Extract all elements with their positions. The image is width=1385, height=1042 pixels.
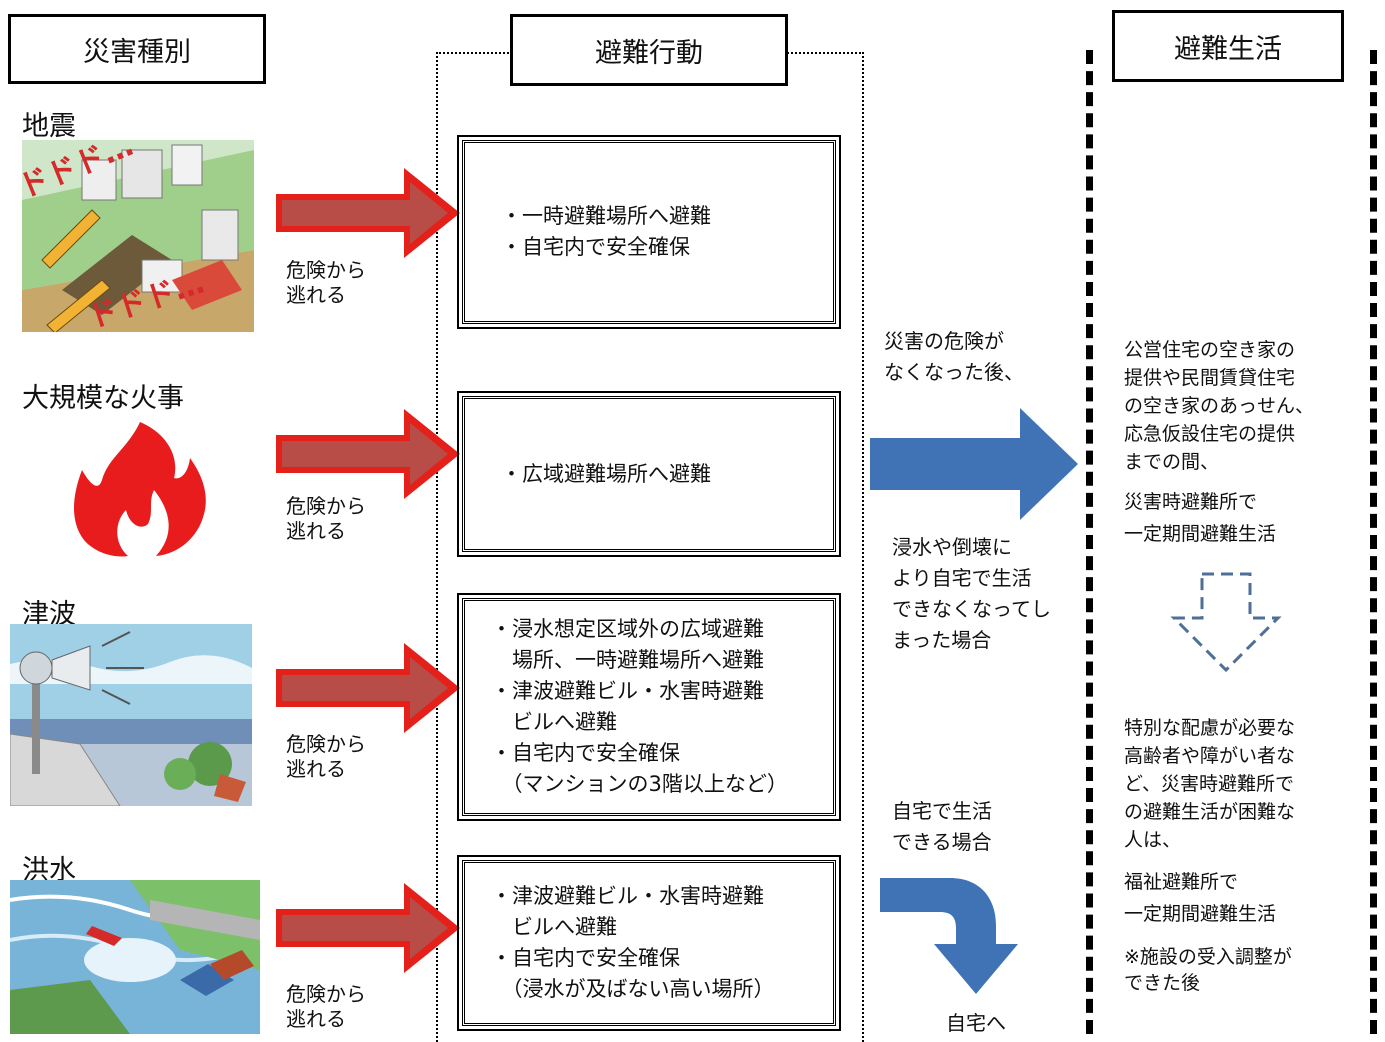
after-danger-text: 災害の危険が なくなった後、 bbox=[884, 329, 1024, 384]
can-live-at-home-text: 自宅で生活 できる場合 bbox=[892, 799, 992, 854]
action-line: ・一時避難場所へ避難 bbox=[501, 204, 711, 228]
header-evacuation-life: 避難生活 bbox=[1112, 10, 1344, 82]
action-line: ・自宅内で安全確保 bbox=[501, 235, 690, 259]
action-line: ・自宅内で安全確保 bbox=[491, 946, 680, 970]
action-box-tsunami: ・浸水想定区域外の広域避難 場所、一時避難場所へ避難 ・津波避難ビル・水害時避難… bbox=[457, 593, 841, 821]
action-line: ビルへ避難 bbox=[491, 710, 617, 734]
disaster-title-earthquake: 地震 bbox=[22, 111, 76, 142]
action-box-large-fire: ・広域避難場所へ避難 bbox=[457, 391, 841, 557]
header-evacuation-action: 避難行動 bbox=[510, 14, 788, 86]
special-care-text: 特別な配慮が必要な 高齢者や障がい者な ど、災害時避難所で の避難生活が困難な … bbox=[1124, 717, 1296, 851]
action-line: ・広域避難場所へ避難 bbox=[501, 461, 711, 486]
red-arrow-tsunami bbox=[276, 643, 460, 733]
escape-label-large-fire: 危険から 逃れる bbox=[286, 494, 366, 543]
disaster-title-large-fire: 大規模な火事 bbox=[22, 383, 184, 414]
welfare-shelter-text: 福祉避難所で 一定期間避難生活 bbox=[1124, 871, 1277, 925]
blue-arrow-to-shelter bbox=[870, 408, 1078, 520]
evacuation-life-right-border bbox=[1370, 50, 1377, 1034]
earthquake-illustration: ドドド… ドドド… bbox=[22, 140, 254, 332]
action-box-earthquake: ・一時避難場所へ避難 ・自宅内で安全確保 bbox=[457, 135, 841, 329]
housing-note-text: 公営住宅の空き家の 提供や民間賃貸住宅 の空き家のあっせん、 応急仮設住宅の提供… bbox=[1124, 339, 1315, 473]
dashed-down-arrow-icon bbox=[1170, 572, 1282, 673]
shelter-life-text: 災害時避難所で 一定期間避難生活 bbox=[1124, 491, 1277, 545]
action-line: ・自宅内で安全確保 bbox=[491, 741, 680, 765]
blue-curved-arrow-home bbox=[880, 878, 1018, 994]
to-home-text: 自宅へ bbox=[946, 1011, 1006, 1035]
action-line: ・津波避難ビル・水害時避難 bbox=[491, 679, 764, 703]
cannot-live-at-home-text: 浸水や倒壊に より自宅で生活 できなくなってし まった場合 bbox=[892, 535, 1051, 652]
header-evacuation-life-label: 避難生活 bbox=[1174, 33, 1282, 65]
red-arrow-flood bbox=[276, 883, 460, 973]
header-disaster-type: 災害種別 bbox=[8, 14, 266, 84]
escape-label-tsunami: 危険から 逃れる bbox=[286, 732, 366, 781]
action-line: ビルへ避難 bbox=[491, 915, 617, 939]
action-line: 場所、一時避難場所へ避難 bbox=[491, 648, 764, 672]
action-box-flood: ・津波避難ビル・水害時避難 ビルへ避難 ・自宅内で安全確保 （浸水が及ばない高い… bbox=[457, 855, 841, 1031]
tsunami-illustration bbox=[10, 624, 252, 806]
red-arrow-large-fire bbox=[276, 409, 460, 499]
evacuation-life-left-border bbox=[1086, 50, 1093, 1034]
red-arrow-earthquake bbox=[276, 168, 460, 258]
header-evacuation-action-label: 避難行動 bbox=[595, 37, 703, 69]
action-line: （浸水が及ばない高い場所） bbox=[491, 977, 775, 1001]
flood-illustration bbox=[10, 880, 260, 1034]
action-line: （マンションの3階以上など） bbox=[491, 772, 788, 796]
action-line: ・津波避難ビル・水害時避難 bbox=[491, 884, 764, 908]
fire-icon bbox=[70, 418, 210, 558]
facility-note-text: ※施設の受入調整が できた後 bbox=[1124, 946, 1292, 994]
header-disaster-type-label: 災害種別 bbox=[83, 36, 191, 68]
action-line: ・浸水想定区域外の広域避難 bbox=[491, 617, 764, 641]
escape-label-flood: 危険から 逃れる bbox=[286, 982, 366, 1031]
escape-label-earthquake: 危険から 逃れる bbox=[286, 258, 366, 307]
